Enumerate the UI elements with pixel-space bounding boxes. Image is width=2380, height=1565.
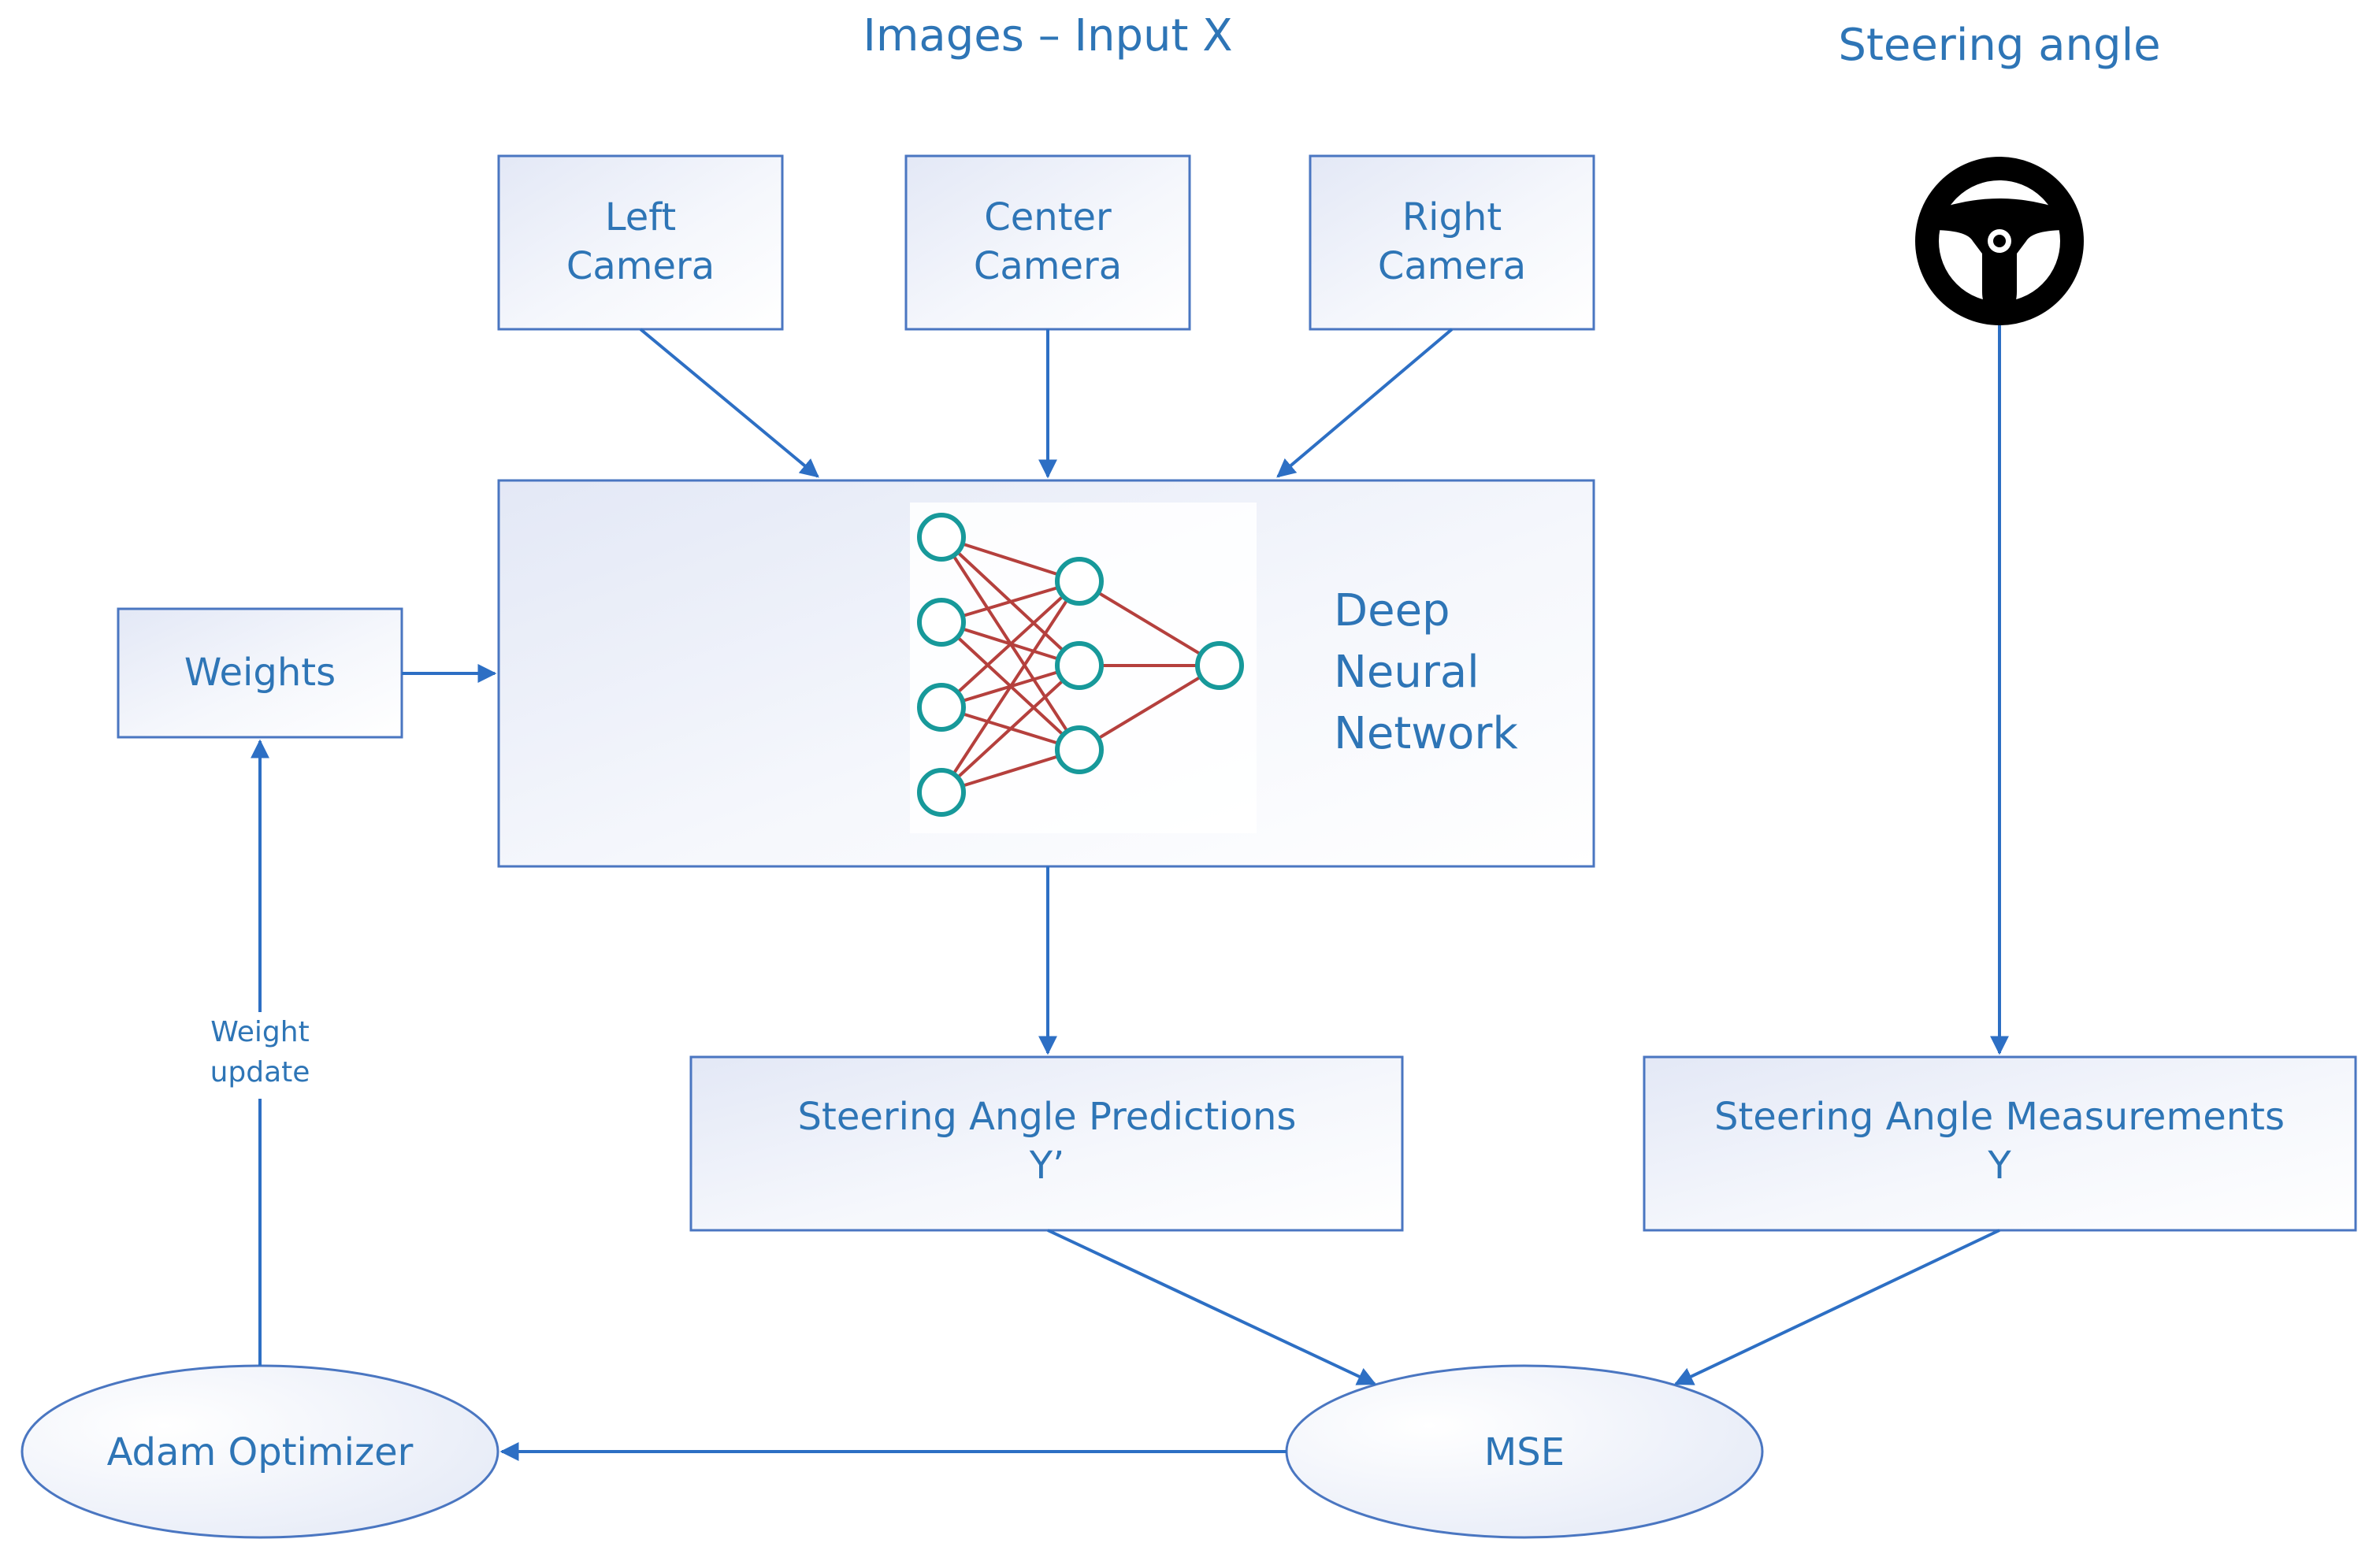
dnn-label-line2: Neural (1334, 647, 1480, 698)
dnn-label-line1: Deep (1334, 585, 1450, 636)
weights-label: Weights (184, 651, 336, 695)
measurements-label-line1: Steering Angle Measurements (1714, 1095, 2285, 1139)
weight-update-label-line2: update (210, 1056, 310, 1088)
weights-box: Weights (117, 607, 403, 739)
weight-update-label-line1: Weight (210, 1016, 309, 1048)
arrow-right-camera-to-dnn (1276, 328, 1454, 478)
arrow-predictions-to-mse (1047, 1229, 1377, 1385)
mse-label: MSE (1484, 1430, 1565, 1474)
steering-angle-measurements-box: Steering Angle Measurements Y (1643, 1055, 2357, 1232)
measurements-label-line2: Y (1987, 1144, 2011, 1188)
center-camera-label-line2: Camera (974, 244, 1122, 288)
neural-network-icon (917, 513, 1244, 817)
predictions-label-line1: Steering Angle Predictions (798, 1095, 1297, 1139)
center-camera-box: Center Camera (904, 154, 1191, 331)
center-camera-label-line1: Center (984, 195, 1112, 239)
arrow-left-camera-to-dnn (639, 328, 819, 478)
adam-optimizer-ellipse: Adam Optimizer (20, 1364, 499, 1539)
weight-update-label: Weight update (199, 1012, 321, 1099)
deep-neural-network-box: Deep Neural Network (497, 479, 1595, 868)
steering-angle-predictions-box: Steering Angle Predictions Y’ (689, 1055, 1404, 1232)
left-camera-label-line1: Left (605, 195, 676, 239)
header-steering-angle: Steering angle (1838, 20, 2160, 71)
right-camera-box: Right Camera (1309, 154, 1595, 331)
adam-optimizer-label: Adam Optimizer (107, 1430, 414, 1474)
left-camera-label-line2: Camera (566, 244, 715, 288)
left-camera-box: Left Camera (497, 154, 784, 331)
right-camera-label-line2: Camera (1378, 244, 1526, 288)
predictions-label-line2: Y’ (1029, 1144, 1065, 1188)
mse-ellipse: MSE (1285, 1364, 1764, 1539)
right-camera-label-line1: Right (1402, 195, 1502, 239)
steering-wheel-icon (1915, 157, 2084, 325)
arrow-measurements-to-mse (1673, 1229, 2000, 1385)
header-images-input: Images – Input X (863, 10, 1232, 61)
dnn-label-line3: Network (1334, 708, 1518, 759)
